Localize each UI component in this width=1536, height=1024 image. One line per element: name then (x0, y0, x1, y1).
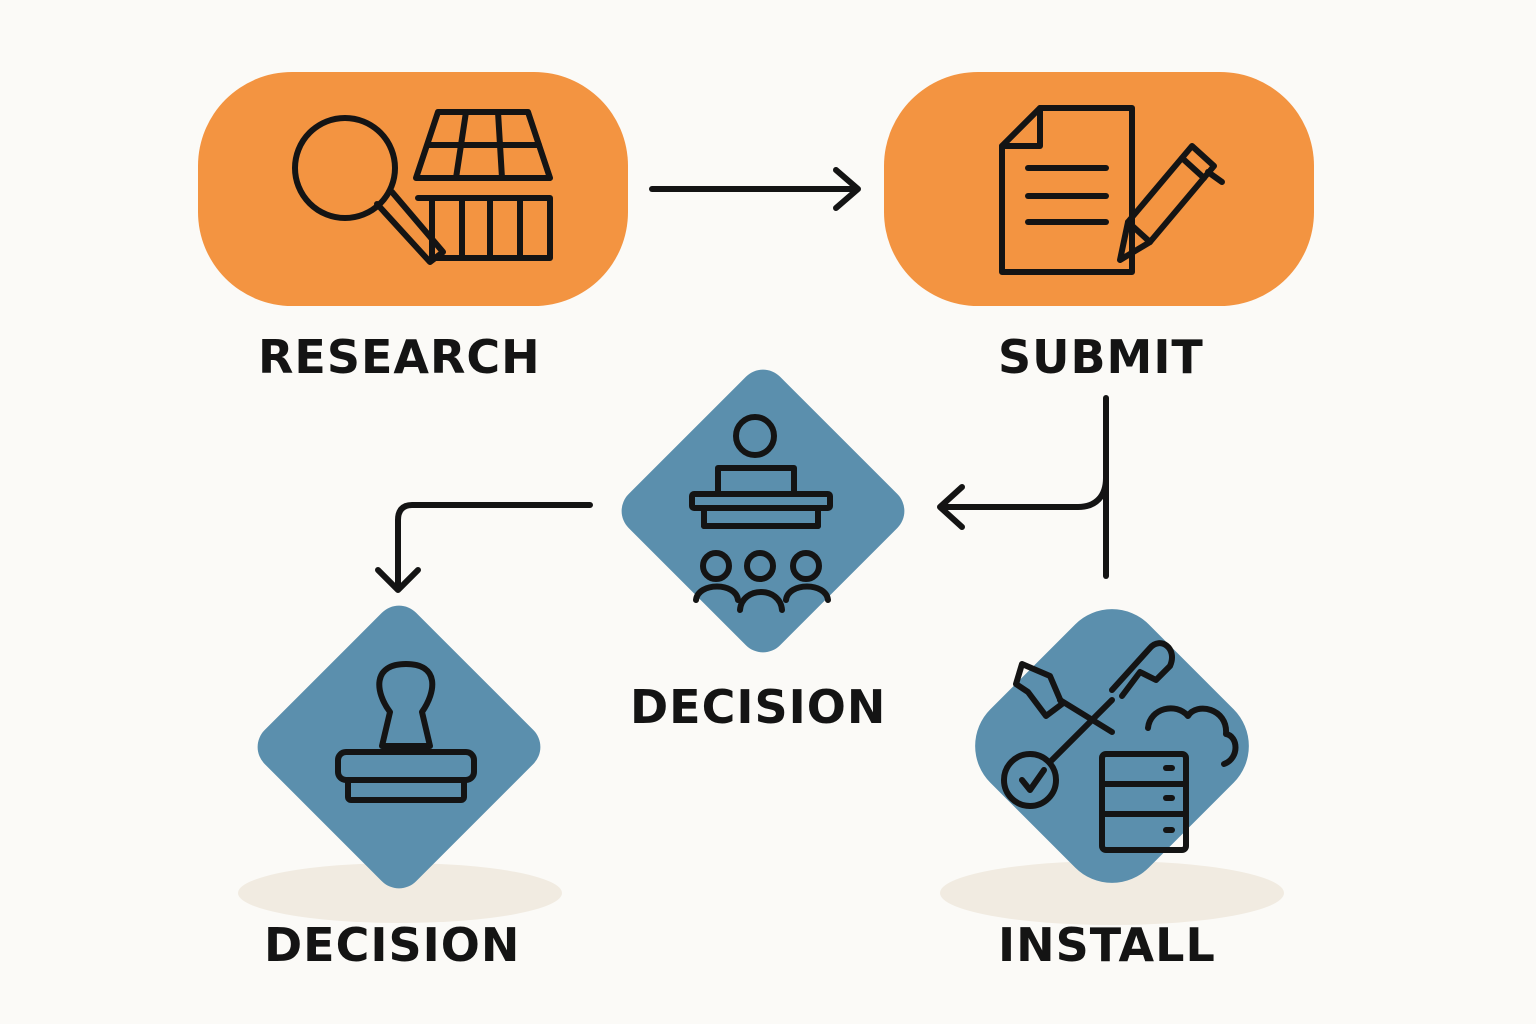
decision-mid-node (621, 369, 905, 653)
submit-label: SUBMIT (998, 330, 1204, 384)
tools-icon (1001, 640, 1175, 809)
install-shadow (940, 861, 1284, 925)
decision-left-shadow (238, 863, 562, 923)
presenter-audience-icon (689, 414, 833, 613)
decision-mid-label: DECISION (630, 680, 887, 734)
submit-node (884, 72, 1314, 306)
stamp-icon (335, 661, 477, 803)
connector-submit-branch (937, 395, 1109, 579)
solar-panel-icon (413, 109, 553, 261)
arrowhead-icon (937, 484, 965, 530)
cloud-icon (1145, 705, 1239, 767)
pencil-icon (1117, 143, 1225, 263)
research-label: RESEARCH (258, 330, 541, 384)
install-node (975, 609, 1249, 883)
submit-box (884, 72, 1314, 306)
arrow-decision-to-decision (375, 502, 593, 593)
arrowhead-icon (375, 567, 421, 593)
decision-left-label: DECISION (264, 918, 521, 972)
document-icon (999, 105, 1135, 275)
install-diamond (975, 609, 1249, 883)
research-node (198, 72, 628, 306)
arrowhead-icon (833, 167, 861, 211)
decision-left-node (257, 605, 541, 889)
research-box (198, 72, 628, 306)
arrow-research-to-submit (649, 167, 861, 211)
server-icon (1099, 751, 1189, 853)
install-label: INSTALL (998, 918, 1216, 972)
